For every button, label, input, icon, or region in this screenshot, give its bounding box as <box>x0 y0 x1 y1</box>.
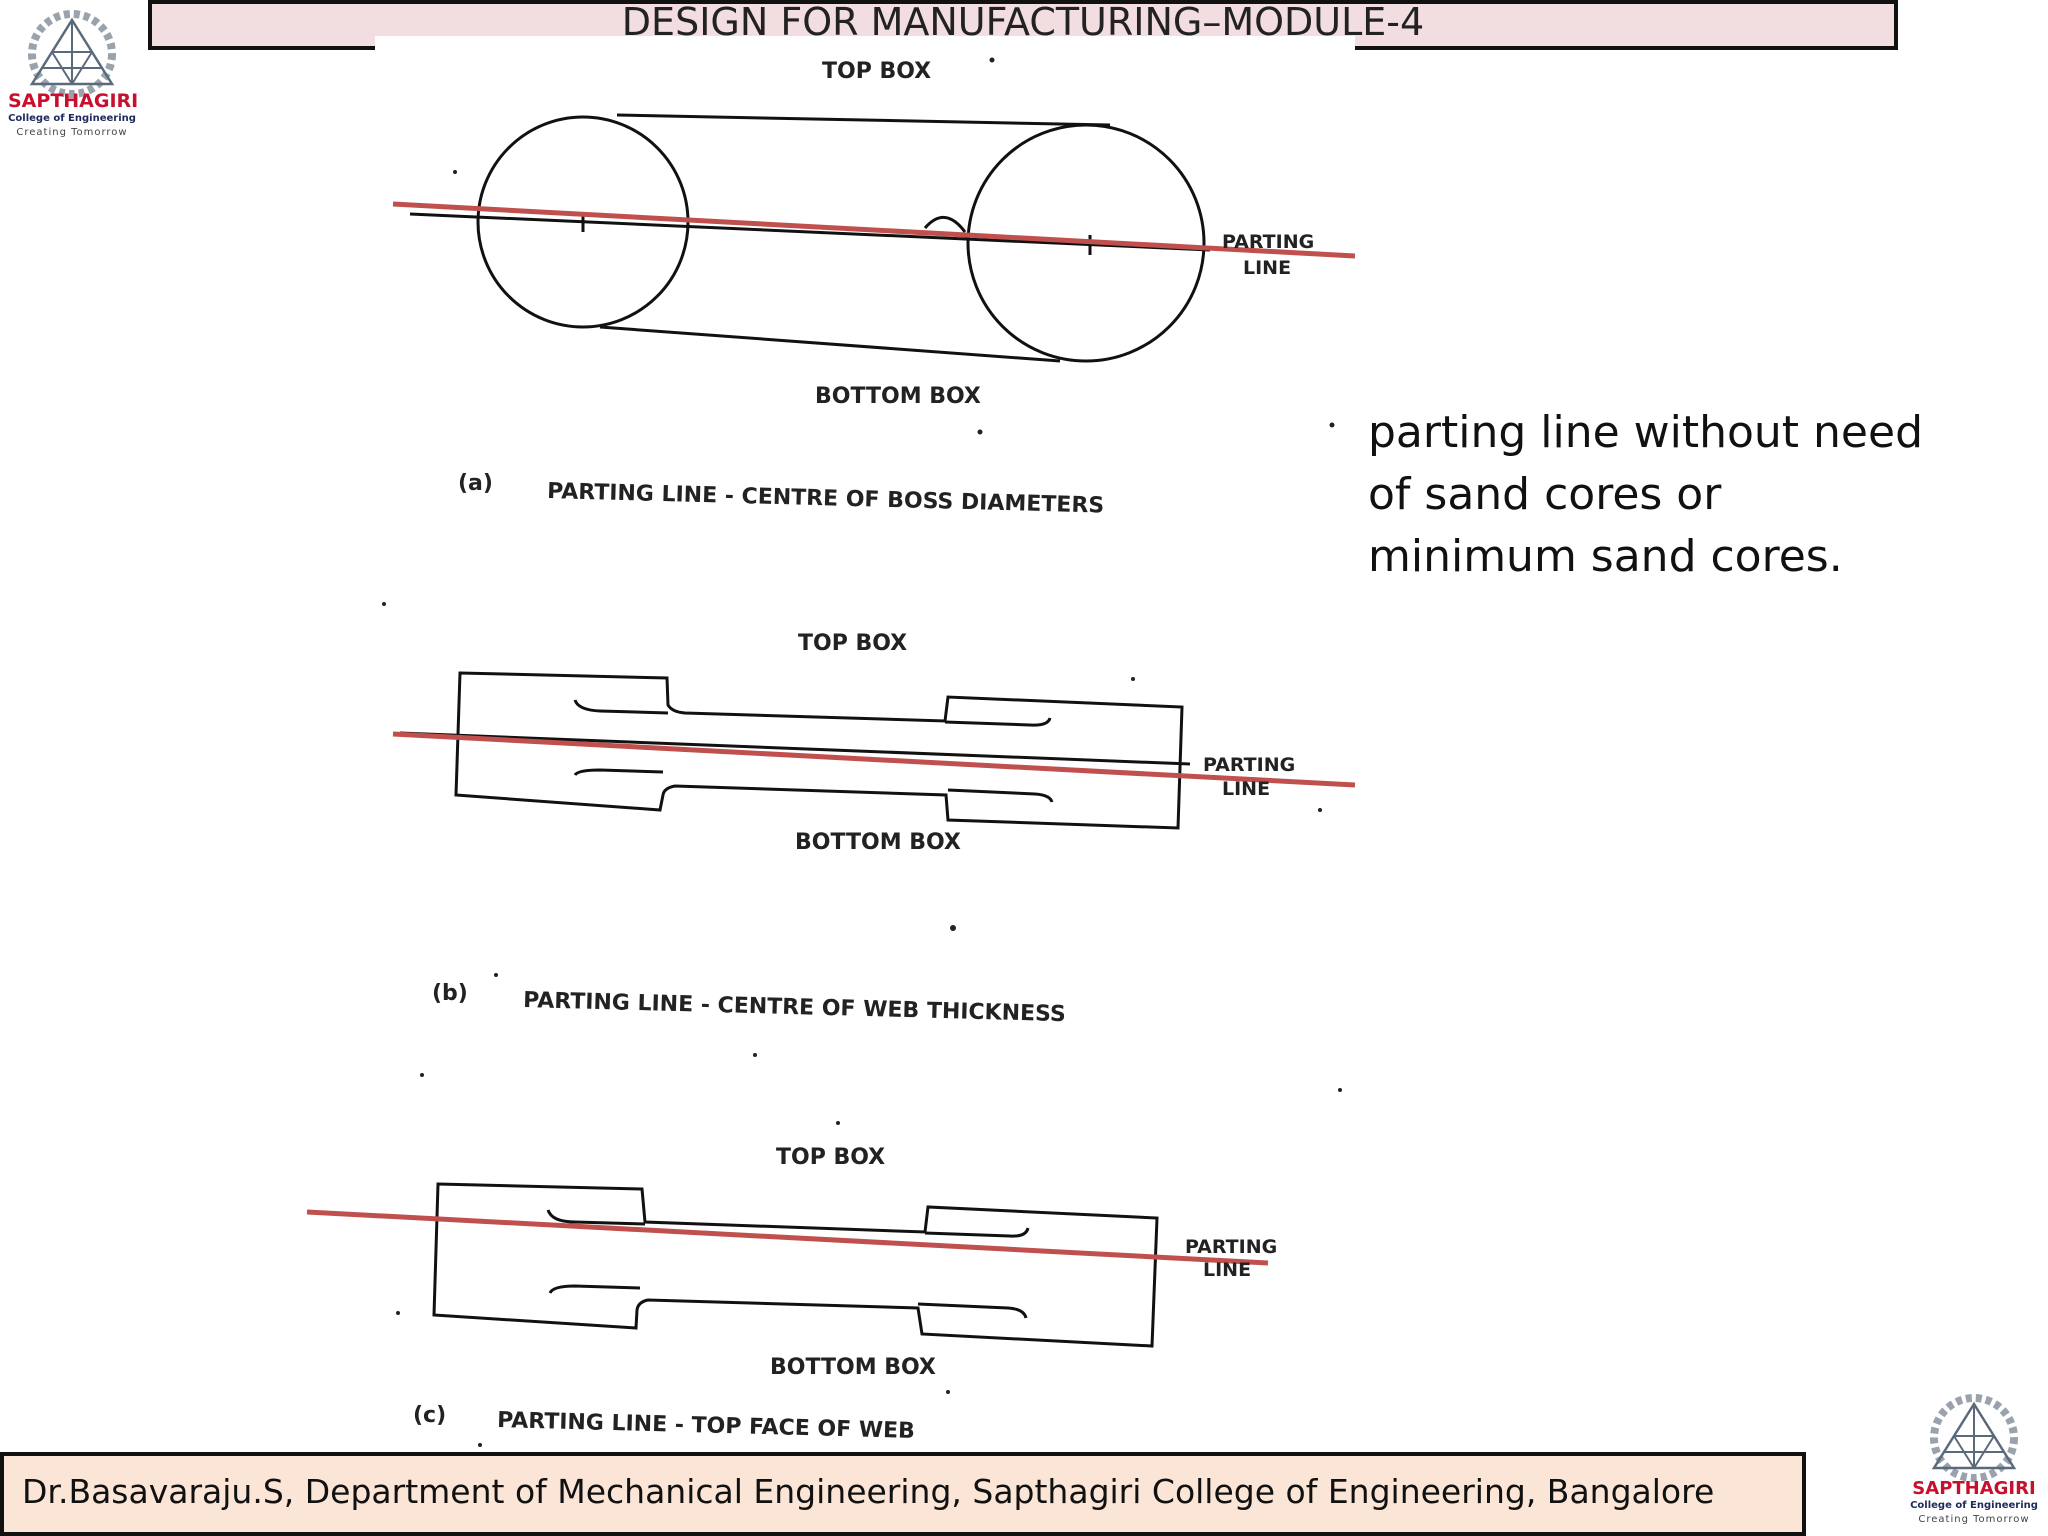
fig-c-line-label: LINE <box>1203 1259 1251 1281</box>
parting-line-b <box>392 731 1356 788</box>
figure-a <box>409 113 1211 363</box>
fig-b-parting-label: PARTING <box>1203 754 1295 776</box>
fig-a-top-label: TOP BOX <box>822 59 931 84</box>
parting-line-a <box>392 201 1356 259</box>
fig-c-top-label: TOP BOX <box>776 1145 885 1170</box>
fig-c-tag: (c) <box>413 1403 446 1428</box>
fig-a-tag: (a) <box>458 471 493 496</box>
logo-name: SAPTHAGIRI <box>1912 1478 2036 1499</box>
web-profile-c <box>432 1182 1159 1348</box>
fig-a-line-label: LINE <box>1243 257 1291 279</box>
logo-subtitle: College of Engineering <box>1910 1500 2038 1511</box>
college-logo-top: SAPTHAGIRI College of Engineering Creati… <box>8 8 139 143</box>
web-profile-b <box>454 671 1184 830</box>
figure-b <box>399 671 1191 830</box>
slide-note: parting line without need of sand cores … <box>1368 407 1924 582</box>
logo-name: SAPTHAGIRI <box>8 90 139 112</box>
fig-c-parting-label: PARTING <box>1185 1236 1277 1258</box>
fig-b-line-label: LINE <box>1222 778 1270 800</box>
fig-c-bottom-label: BOTTOM BOX <box>770 1355 936 1380</box>
footer-bar: Dr.Basavaraju.S, Department of Mechanica… <box>0 1452 1806 1536</box>
fig-b-top-label: TOP BOX <box>798 631 907 656</box>
logo-tagline: Creating Tomorrow <box>16 127 128 138</box>
fig-b-bottom-label: BOTTOM BOX <box>795 830 961 855</box>
footer-credit: Dr.Basavaraju.S, Department of Mechanica… <box>22 1472 1715 1511</box>
logo-tagline: Creating Tomorrow <box>1918 1514 2030 1525</box>
gear-pyramid-icon <box>28 10 116 98</box>
fig-b-tag: (b) <box>432 981 468 1006</box>
figure-c <box>432 1182 1159 1348</box>
college-logo-bottom: SAPTHAGIRI College of Engineering Creati… <box>1908 1392 2040 1532</box>
fig-a-parting-label: PARTING <box>1222 231 1314 253</box>
logo-subtitle: College of Engineering <box>8 113 136 124</box>
gear-pyramid-icon <box>1930 1394 2018 1482</box>
parting-line-c <box>306 1209 1269 1266</box>
fig-a-bottom-label: BOTTOM BOX <box>815 384 981 409</box>
